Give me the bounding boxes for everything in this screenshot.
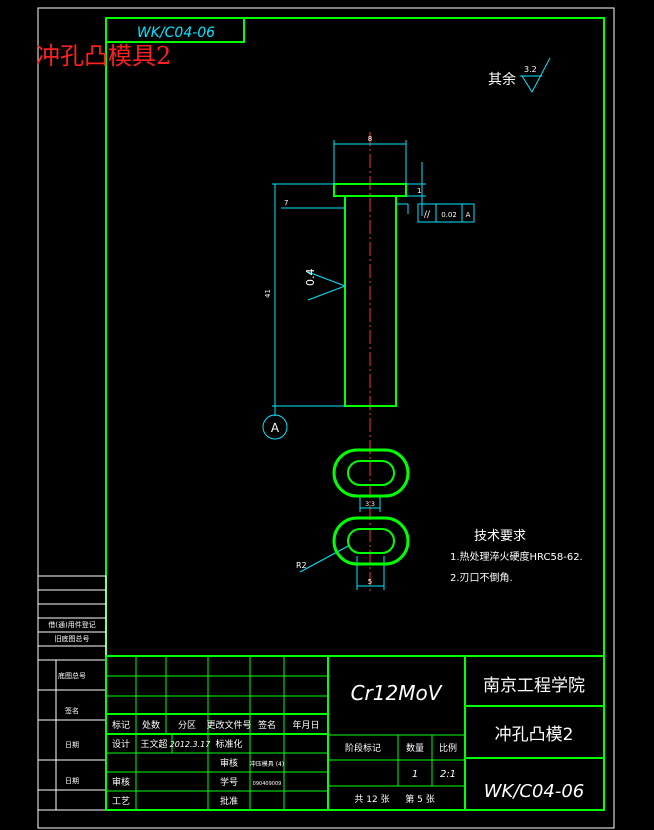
top-code-box xyxy=(105,17,245,43)
geo-tol-symbol: // xyxy=(424,210,431,220)
tb-hdr-zone: 分区 xyxy=(178,720,196,731)
tb-sig-num: 学号 xyxy=(220,776,238,788)
tb-sig-check-val: 冲压模具 (4) xyxy=(250,760,284,768)
outer-border xyxy=(37,7,615,829)
dimension-lines xyxy=(262,57,551,590)
tb-part-name: 冲孔凸模2 xyxy=(495,725,574,745)
tb-design-date: 2012.3.17 xyxy=(170,740,212,749)
slot-profile-top xyxy=(332,448,410,498)
geo-tol-datum: A xyxy=(466,211,471,219)
drawing-code-top: WK/C04-06 xyxy=(137,25,215,41)
tb-qty-val: 1 xyxy=(412,769,418,780)
tb-sig-check: 审核 xyxy=(220,757,238,769)
tb-sig-num-val: 090409009 xyxy=(253,781,282,787)
tb-hdr-change: 更改文件号 xyxy=(206,719,251,731)
dim-radius: R2 xyxy=(296,561,307,570)
slot-profile-bottom xyxy=(332,516,410,566)
tb-school: 南京工程学院 xyxy=(483,676,585,696)
dim-slot-width: 3.3 xyxy=(365,501,375,508)
geo-tolerance-frame xyxy=(417,203,475,223)
tb-check: 审核 xyxy=(112,776,130,788)
left-strip-item1: 借(通)用件登记 xyxy=(48,620,95,629)
tb-sheets: 共 12 张 xyxy=(354,794,389,805)
tb-scale: 比例 xyxy=(439,742,457,754)
left-strip-item2: 旧底图总号 xyxy=(55,634,90,643)
tb-craft: 工艺 xyxy=(112,796,130,807)
tb-weight: 数量 xyxy=(406,742,424,754)
tb-hdr-sign: 签名 xyxy=(258,719,276,731)
datum-label: A xyxy=(271,421,280,435)
tech-req-title: 技术要求 xyxy=(474,529,526,544)
tb-stage-mark: 阶段标记 xyxy=(345,742,381,754)
title-block-grid xyxy=(105,655,605,811)
tb-hdr-mark: 标记 xyxy=(112,719,130,731)
left-strip-item6: 日期 xyxy=(65,777,79,785)
dim-flange-h: 1 xyxy=(417,187,421,195)
left-strip-item5: 日期 xyxy=(65,741,79,749)
left-strip xyxy=(37,575,107,811)
dim-slot-length: 5 xyxy=(368,578,372,586)
dim-top-width: 8 xyxy=(368,135,372,143)
left-strip-item3: 底图总号 xyxy=(58,671,86,680)
punch-shank xyxy=(344,195,397,407)
tech-req-line2: 2.刃口不倒角. xyxy=(450,572,513,584)
tb-hdr-count: 处数 xyxy=(142,719,160,731)
left-strip-item4: 签名 xyxy=(65,706,79,715)
dim-shank-dia: 7 xyxy=(284,199,288,207)
roughness-label: 其余 xyxy=(488,71,516,88)
tech-req-line1: 1.热处理淬火硬度HRC58-62. xyxy=(450,550,583,563)
dim-roughness-side: 0.4 xyxy=(304,269,317,287)
dim-length: 41 xyxy=(264,289,272,298)
tb-scale-val: 2:1 xyxy=(440,769,456,780)
tb-material: Cr12MoV xyxy=(351,681,443,705)
tb-drawing-no: WK/C04-06 xyxy=(484,781,585,802)
tb-standard: 标准化 xyxy=(215,738,242,750)
tb-designer: 王文超 xyxy=(140,738,167,750)
tb-approve: 批准 xyxy=(220,795,238,807)
title-red: 冲孔凸模具2 xyxy=(36,42,171,70)
tb-hdr-date: 年月日 xyxy=(292,719,319,731)
geo-tol-value: 0.02 xyxy=(441,211,457,219)
roughness-value: 3.2 xyxy=(524,65,537,74)
tb-sheet-no: 第 5 张 xyxy=(405,793,434,805)
tb-design: 设计 xyxy=(112,738,130,750)
